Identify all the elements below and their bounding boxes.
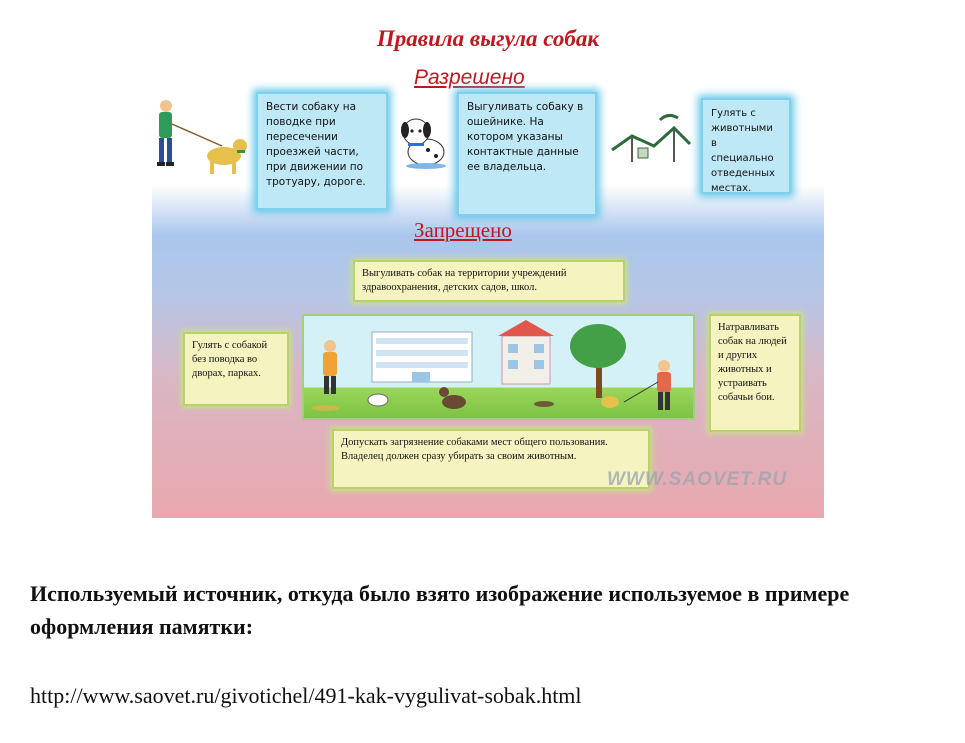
allowed-rule-leash: Вести собаку на поводке при пересечении …	[256, 92, 388, 210]
puppy-illustration	[401, 118, 446, 169]
playground-illustration	[611, 113, 692, 162]
forbidden-rule-no-leash: Гулять с собакой без поводка во дворах, …	[183, 332, 289, 406]
forbidden-rule-provoking: Натравливать собак на людей и других жив…	[709, 314, 801, 432]
forbidden-rule-institutions: Выгуливать собак на территории учреждени…	[353, 260, 625, 302]
poster-title: Правила выгула собак	[376, 26, 600, 51]
forbidden-heading: Запрещено	[414, 218, 512, 242]
source-url[interactable]: http://www.saovet.ru/givotichel/491-kak-…	[30, 683, 582, 708]
source-caption: Используемый источник, откуда было взято…	[30, 581, 850, 639]
forbidden-rule-littering: Допускать загрязнение собаками мест обще…	[332, 429, 650, 489]
watermark: WWW.SAOVET.RU	[607, 469, 788, 490]
allowed-heading: Разрешено	[414, 66, 525, 89]
memo-poster-image: Правила выгула собак Разрешено Вести соб…	[152, 14, 824, 518]
allowed-rule-places: Гулять с животными в специально отведенн…	[701, 98, 791, 194]
allowed-rule-collar: Выгуливать собаку в ошейнике. На котором…	[457, 92, 597, 216]
park-scene-illustration	[302, 314, 695, 420]
man-with-dog-illustration	[157, 100, 247, 174]
